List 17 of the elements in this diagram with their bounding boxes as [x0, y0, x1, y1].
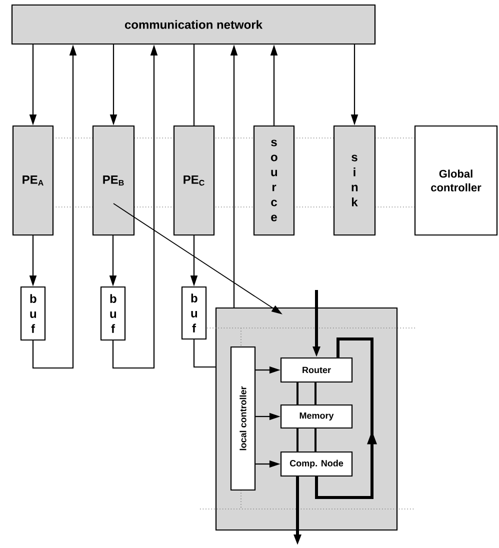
unit-box: PE$_{A}$ [12, 125, 54, 236]
unit-box: PE$_{C}$ [173, 125, 215, 236]
network-bar: communication network [11, 4, 376, 45]
buffer-box: b u f [181, 286, 207, 340]
unit-box: s o u r c e [253, 125, 295, 236]
unit-box: s i n k [333, 125, 376, 236]
block-box: Memory [280, 404, 353, 429]
controller-box: local controller [230, 346, 256, 491]
block-box: Comp. Node [280, 451, 353, 477]
arrow [296, 428, 316, 452]
buffer-box: b u f [20, 286, 46, 341]
arrow [193, 340, 216, 368]
unit-box: PE$_{B}$ [92, 125, 135, 236]
controller-box: Global controller [414, 125, 498, 236]
block-box: Router [280, 357, 353, 383]
buffer-box: b u f [100, 286, 126, 341]
arrow [296, 382, 316, 404]
